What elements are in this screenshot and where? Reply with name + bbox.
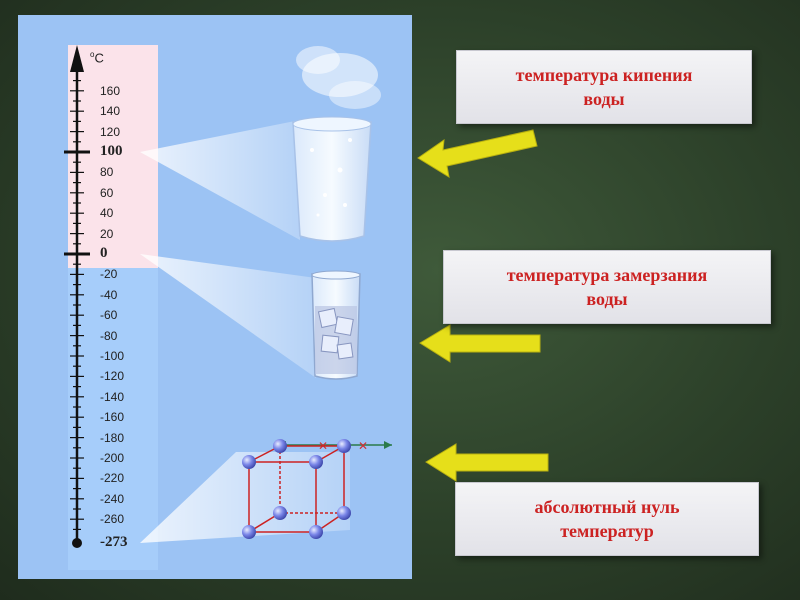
steaming-glass-icon (292, 46, 381, 242)
tick-label: 100 (100, 143, 123, 159)
tick-label: -273 (100, 534, 128, 550)
tick-label: -260 (100, 512, 125, 527)
freezing-beam (140, 254, 316, 378)
tick-label: -120 (100, 369, 125, 384)
scale-ticks (64, 79, 90, 531)
freezing-arrow-icon (419, 324, 541, 363)
tick-label: 0 (100, 245, 108, 261)
svg-text:✕: ✕ (358, 439, 368, 453)
tick-label: 120 (100, 124, 121, 139)
tick-label: -80 (100, 328, 118, 343)
boiling-arrow-icon (417, 129, 538, 179)
tick-label: -160 (100, 410, 125, 425)
unit-label: oC (90, 50, 104, 66)
tick-label: -140 (100, 389, 125, 404)
tick-label: 160 (100, 83, 121, 98)
tick-label: -20 (100, 267, 118, 282)
tick-label: -60 (100, 308, 118, 323)
tick-label: 60 (100, 185, 114, 200)
tick-label: -100 (100, 349, 125, 363)
tick-label: -180 (100, 430, 125, 445)
scale-arrowhead (70, 45, 84, 72)
absolute-beam (140, 452, 350, 543)
tick-label: 140 (100, 104, 121, 119)
ice-glass-icon (311, 270, 361, 380)
tick-label: 80 (100, 165, 114, 180)
boiling-point-label: температура кипения воды (456, 50, 752, 124)
tick-label: -240 (100, 491, 125, 506)
tick-label: -220 (100, 471, 125, 486)
crystal-lattice-icon: ✕ ✕ (242, 439, 392, 539)
tick-label: 40 (100, 206, 114, 221)
boiling-beam (140, 120, 300, 240)
tick-label: -40 (100, 287, 118, 302)
absolute-zero-label: абсолютный нуль температур (455, 482, 759, 556)
tick-label: -200 (100, 451, 125, 465)
absolute-zero-dot (72, 538, 82, 548)
freezing-point-label: температура замерзания воды (443, 250, 771, 324)
absolute-arrow-icon (425, 443, 549, 482)
scale-above-zero (68, 45, 158, 268)
tick-label: 20 (100, 226, 114, 241)
